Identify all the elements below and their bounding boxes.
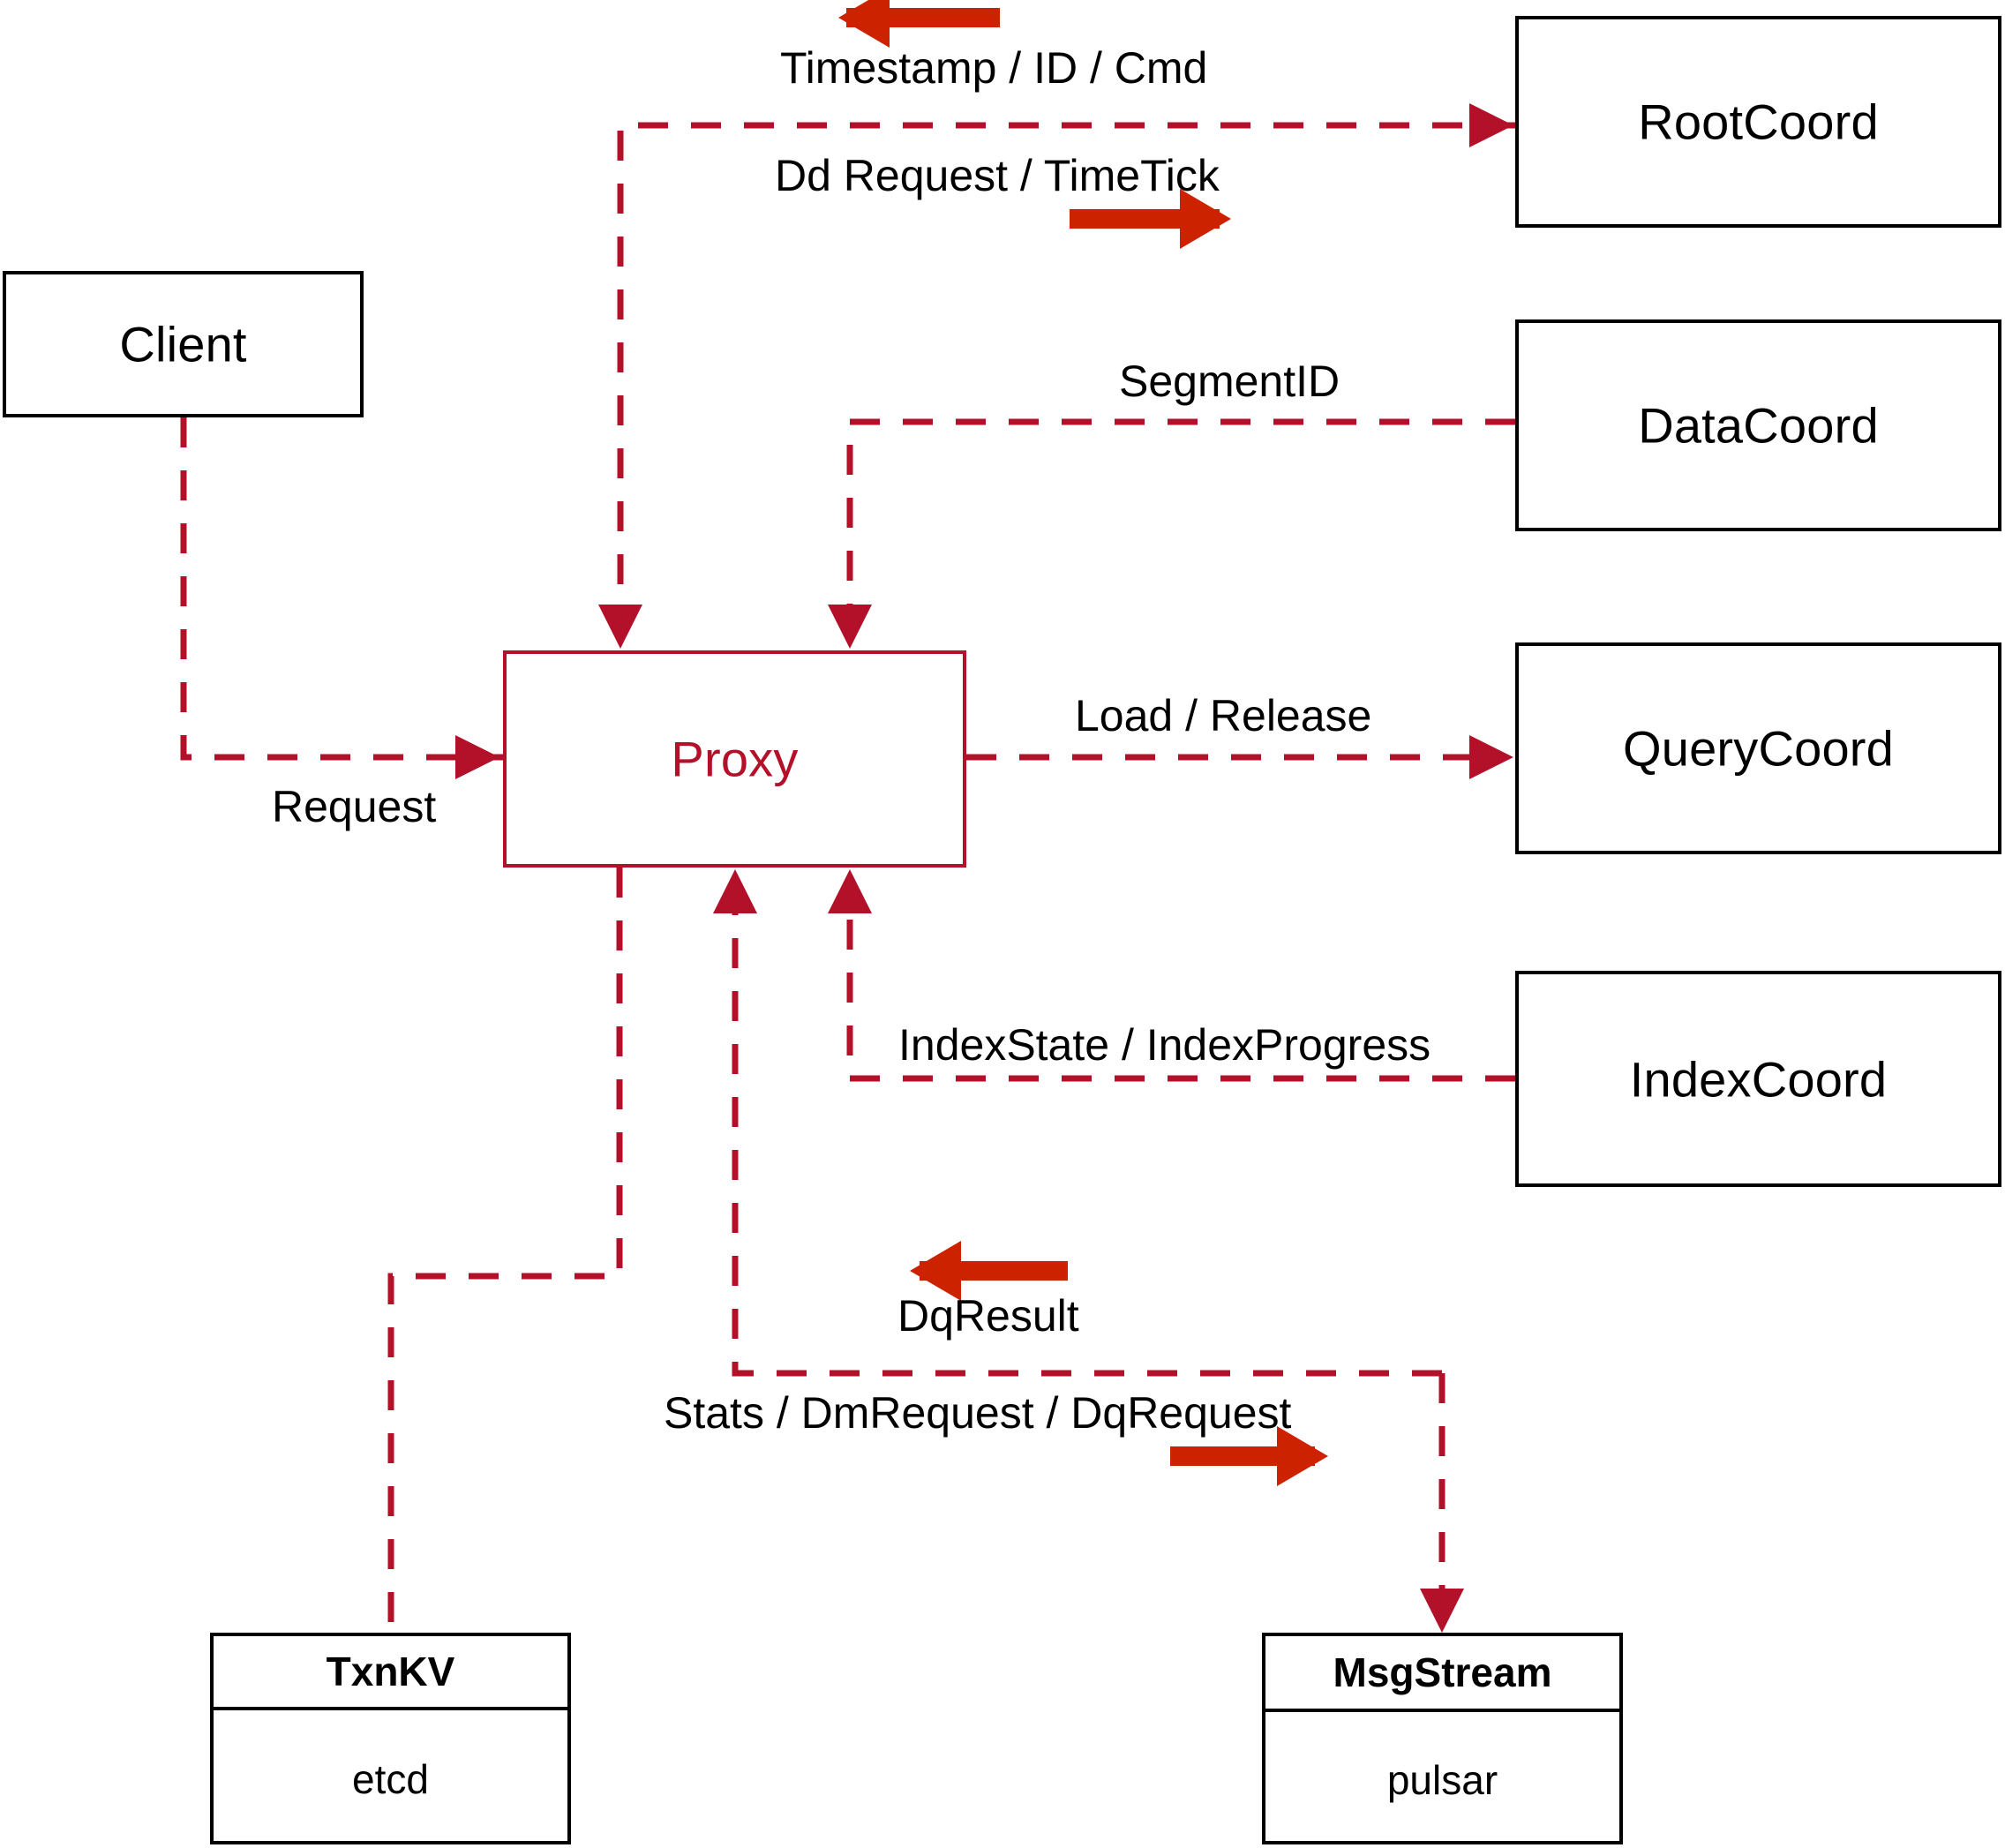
edge-label-indexstate: IndexState / IndexProgress — [898, 1020, 1431, 1070]
node-querycoord-label: QueryCoord — [1622, 720, 1895, 777]
edge-rootcoord-out — [1469, 103, 1513, 147]
edge-datacoord-segmentid — [828, 418, 1515, 649]
edge-label-request: Request — [272, 782, 437, 831]
edge-msgstream-request — [1420, 1373, 1464, 1633]
node-querycoord[interactable]: QueryCoord — [1515, 642, 2001, 854]
edge-label-timestamp: Timestamp / ID / Cmd — [780, 43, 1208, 93]
arrow-dqresult-icon — [910, 1241, 1068, 1301]
edge-indexcoord-state — [828, 869, 1515, 1082]
node-txnkv[interactable]: TxnKV etcd — [210, 1633, 571, 1844]
edge-querycoord-load — [966, 735, 1513, 779]
node-txnkv-header: TxnKV — [214, 1636, 567, 1710]
edge-label-ddrequest: Dd Request / TimeTick — [775, 151, 1220, 200]
node-indexcoord-label: IndexCoord — [1629, 1051, 1888, 1107]
node-msgstream-header: MsgStream — [1265, 1636, 1619, 1712]
node-datacoord-label: DataCoord — [1638, 397, 1879, 454]
node-proxy-label: Proxy — [671, 731, 799, 787]
node-client[interactable]: Client — [3, 271, 364, 417]
node-msgstream[interactable]: MsgStream pulsar — [1262, 1633, 1623, 1844]
node-rootcoord[interactable]: RootCoord — [1515, 16, 2001, 228]
node-datacoord[interactable]: DataCoord — [1515, 319, 2001, 531]
edge-rootcoord-in — [598, 122, 1515, 649]
arrow-timestamp-icon — [838, 0, 1000, 48]
node-txnkv-body: etcd — [352, 1756, 429, 1802]
arrow-ddrequest-icon — [1070, 189, 1231, 249]
node-client-label: Client — [119, 316, 247, 372]
edge-label-dqrequest: Stats / DmRequest / DqRequest — [664, 1388, 1292, 1438]
node-proxy[interactable]: Proxy — [503, 650, 966, 868]
node-rootcoord-label: RootCoord — [1638, 94, 1879, 150]
node-indexcoord[interactable]: IndexCoord — [1515, 971, 2001, 1187]
node-msgstream-body: pulsar — [1386, 1757, 1498, 1803]
edge-label-load-release: Load / Release — [1075, 691, 1372, 740]
arrow-dqrequest-icon — [1170, 1426, 1328, 1486]
edge-msgstream-result — [713, 869, 1442, 1377]
edge-txnkv-link — [387, 868, 623, 1633]
edge-label-segmentid: SegmentID — [1119, 357, 1340, 406]
edge-label-dqresult: DqResult — [897, 1291, 1079, 1341]
